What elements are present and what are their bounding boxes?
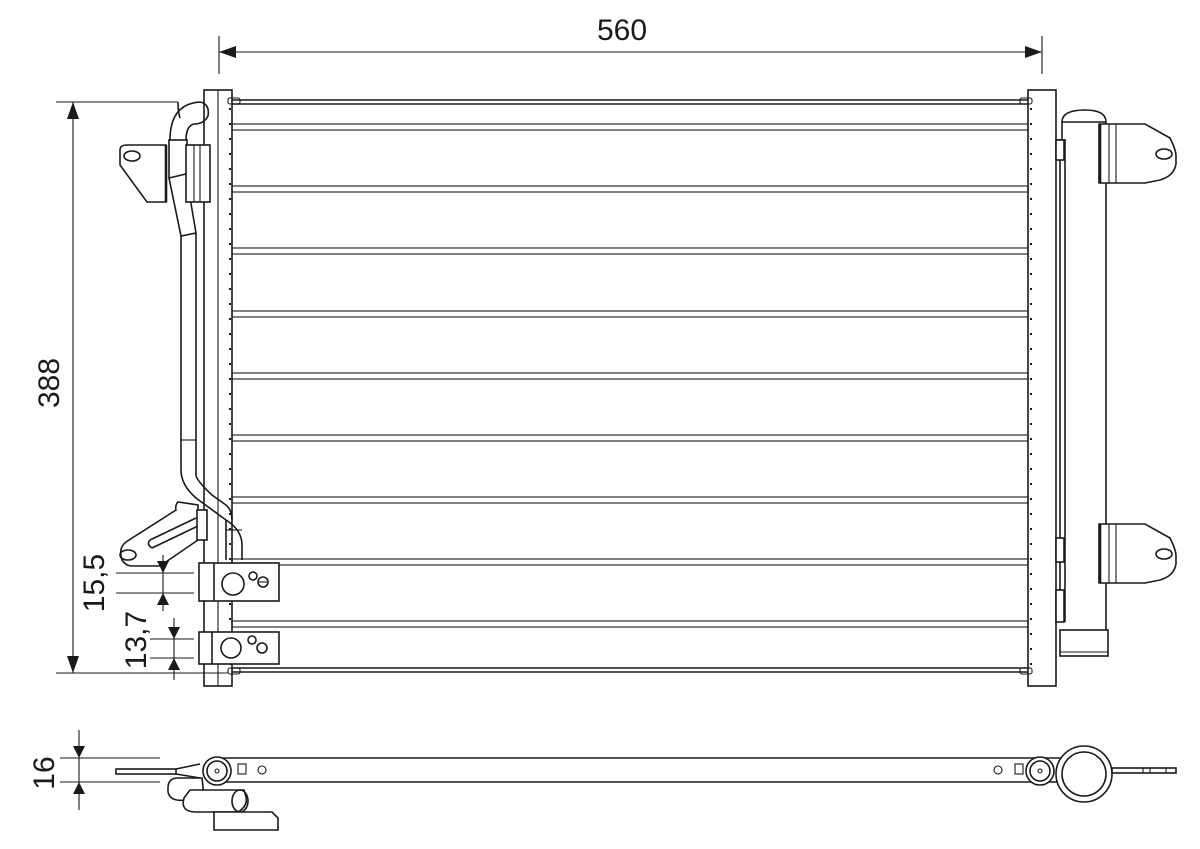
depth-dimension <box>60 730 160 810</box>
depth-dimension-label: 16 <box>28 756 61 789</box>
upper-port-dimension-label: 15,5 <box>78 554 111 612</box>
upper-port-dimension <box>116 555 194 611</box>
receiver-drier <box>1055 109 1109 657</box>
lower-port-block <box>198 631 280 665</box>
inlet-pipe <box>168 101 243 560</box>
width-dimension <box>218 36 1043 74</box>
upper-left-bracket <box>119 144 211 203</box>
width-dimension-label: 560 <box>597 14 647 47</box>
height-dimension <box>56 101 228 674</box>
core-tubes <box>227 97 1033 675</box>
right-header-tank <box>1027 89 1057 687</box>
lower-left-bracket <box>119 501 208 567</box>
lower-right-bracket <box>1098 523 1177 584</box>
top-view <box>115 745 1177 831</box>
upper-port-block <box>198 562 280 602</box>
lower-port-dimension <box>150 618 194 680</box>
upper-right-bracket <box>1098 123 1177 184</box>
height-dimension-label: 388 <box>33 358 66 408</box>
lower-port-dimension-label: 13,7 <box>120 611 153 669</box>
